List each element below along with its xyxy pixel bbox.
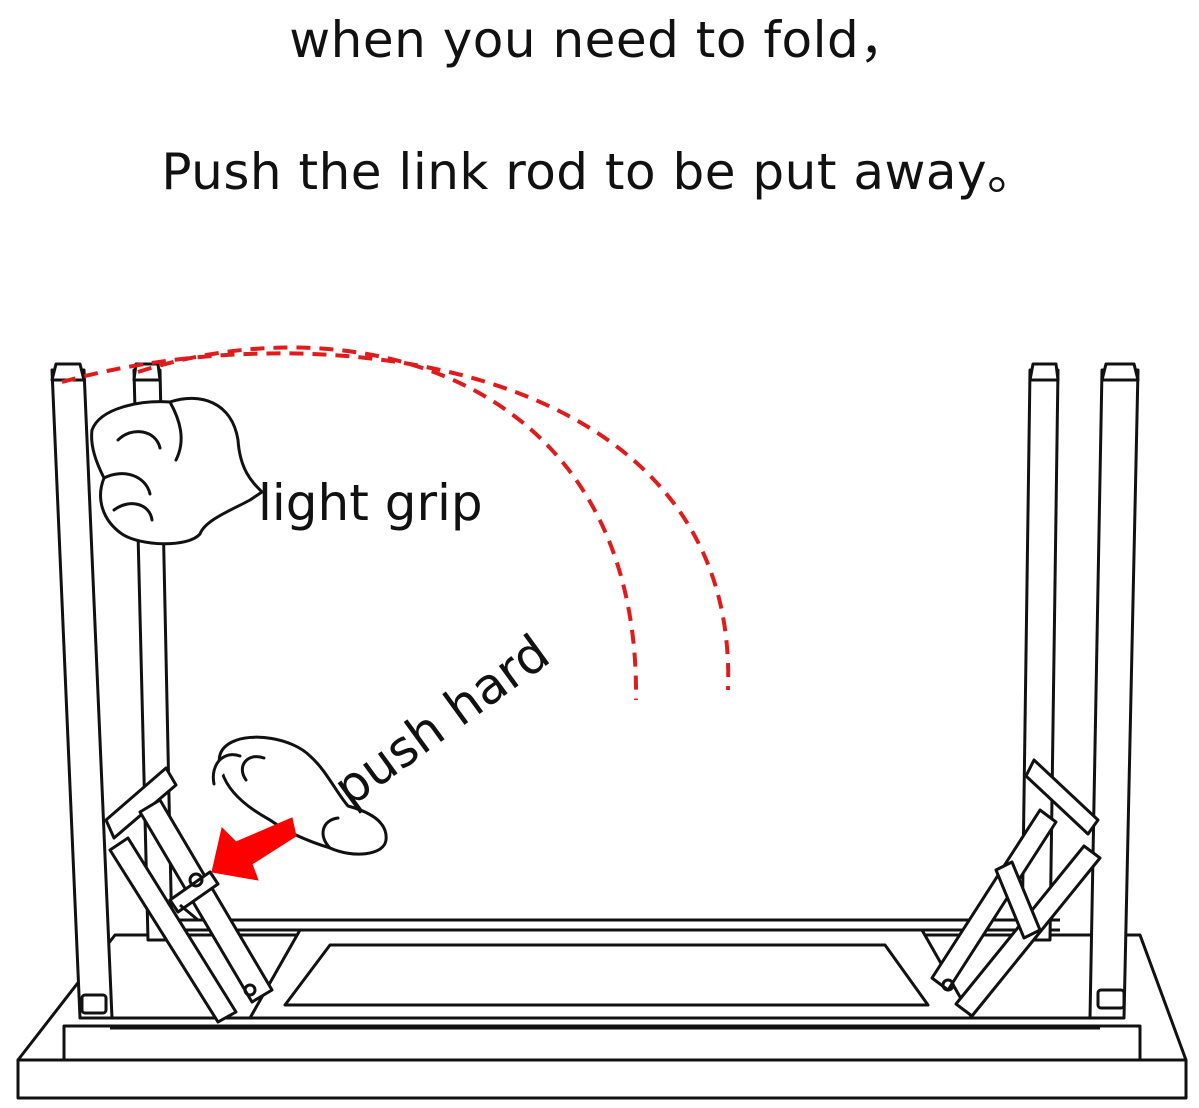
light-grip-label: light grip <box>258 474 483 532</box>
fold-arc-outer <box>61 351 731 691</box>
right-outer-leg <box>1088 362 1140 1020</box>
left-outer-leg <box>50 362 114 1020</box>
grip-hand-icon <box>90 396 264 546</box>
push-direction-arrow-icon <box>211 817 297 881</box>
fold-path-arcs <box>61 345 731 701</box>
left-folding-brace <box>104 766 274 1024</box>
instruction-line-2: Push the link rod to be put away。 <box>161 143 1038 201</box>
instruction-line-1: when you need to fold， <box>289 11 910 69</box>
apron-frame <box>110 918 1100 1030</box>
fold-arc-inner <box>137 345 639 701</box>
right-folding-brace <box>930 758 1102 1018</box>
push-hard-label: push hard <box>323 623 560 817</box>
push-hand-icon <box>211 735 388 856</box>
